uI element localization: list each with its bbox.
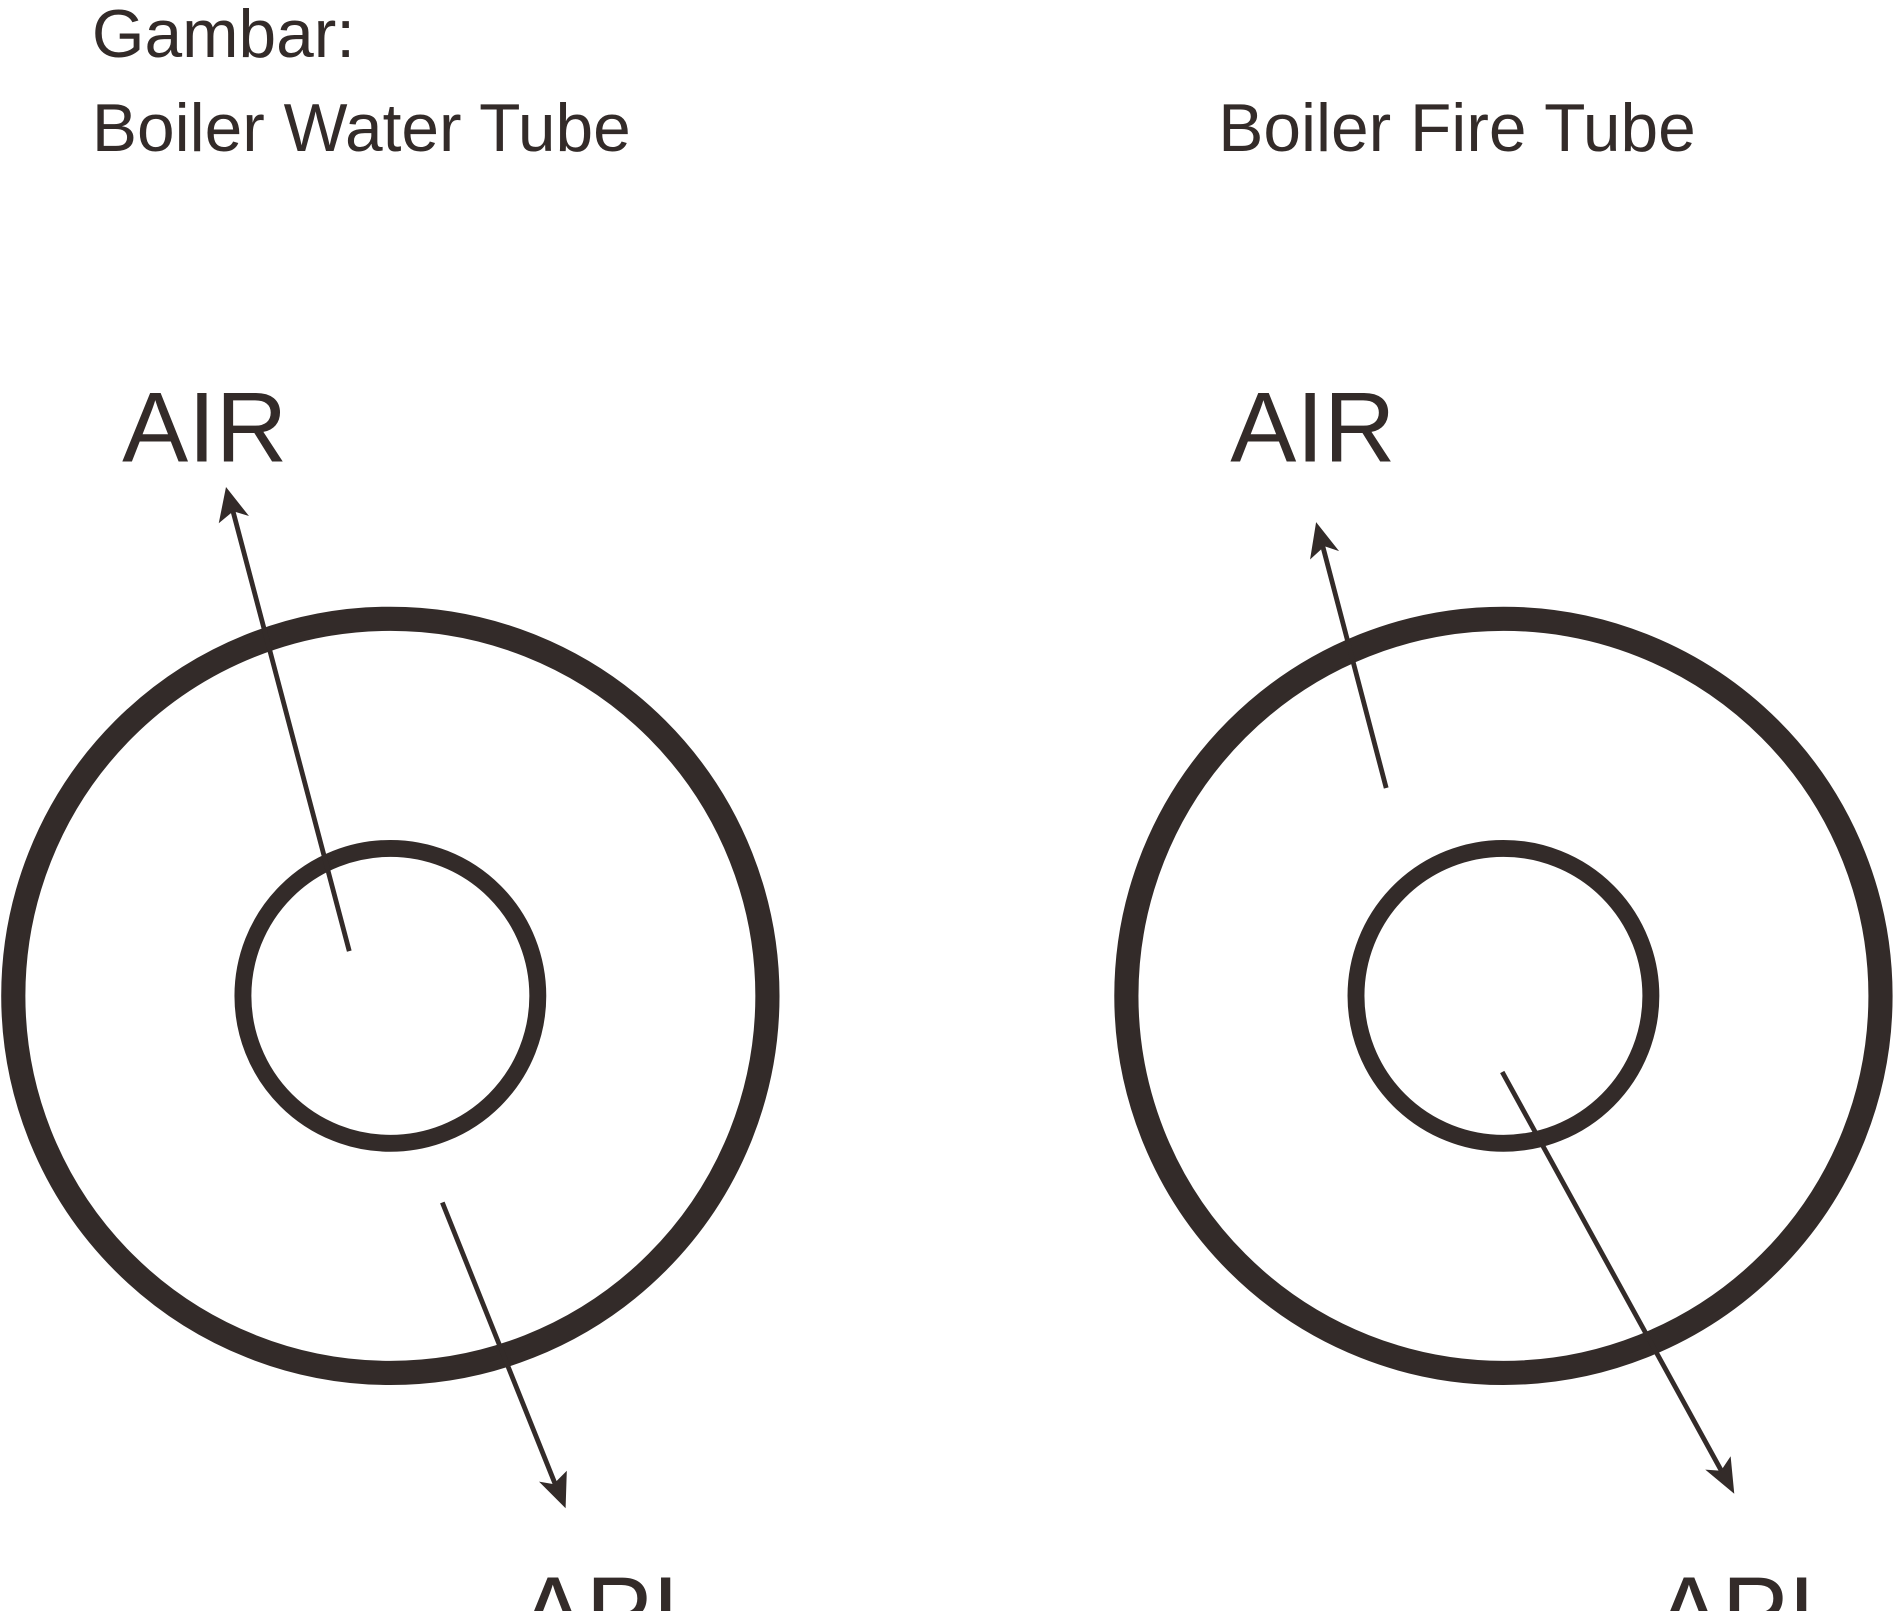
inner-tube — [1347, 839, 1660, 1152]
water-tube-diagram: AIR API — [1, 373, 780, 1611]
water-label: AIR — [1230, 373, 1395, 484]
right-title: Boiler Fire Tube — [1218, 91, 1696, 166]
water-flow-arrow — [1310, 522, 1389, 789]
water-label: AIR — [122, 373, 287, 484]
water-flow-arrow — [218, 487, 352, 952]
fire-label: API — [1656, 1557, 1816, 1611]
inner-tube — [234, 839, 547, 1152]
fire-tube-diagram: AIR API — [1114, 373, 1893, 1611]
left-title: Boiler Water Tube — [92, 91, 631, 166]
caption: Gambar: — [92, 0, 355, 72]
fire-label: API — [520, 1557, 680, 1611]
outer-shell — [1, 606, 780, 1385]
outer-shell — [1114, 606, 1893, 1385]
fire-flow-arrow — [1500, 1070, 1735, 1494]
fire-flow-arrow — [440, 1201, 567, 1509]
